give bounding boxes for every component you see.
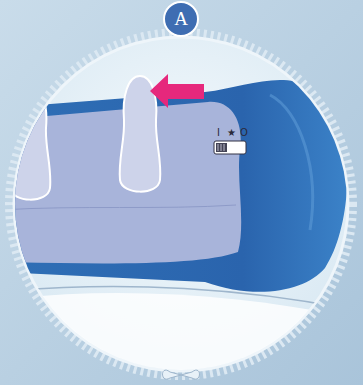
- slipper-fold: [270, 95, 313, 230]
- sole-seam: [0, 205, 236, 210]
- step-badge: A: [163, 1, 199, 37]
- switch-label: O: [240, 128, 248, 138]
- slider-grip: [218, 144, 224, 151]
- footprint: [10, 84, 51, 200]
- surface-edge: [0, 286, 363, 312]
- step-letter: A: [174, 8, 188, 30]
- switch-label: ★: [227, 128, 236, 138]
- switch-body: [214, 141, 246, 154]
- switch-label: I: [217, 128, 220, 138]
- switch-slider: [216, 143, 227, 152]
- slipper-body: [0, 80, 347, 292]
- surface: [0, 293, 363, 385]
- direction-arrow: [150, 74, 204, 108]
- bow-ornament: [163, 370, 200, 379]
